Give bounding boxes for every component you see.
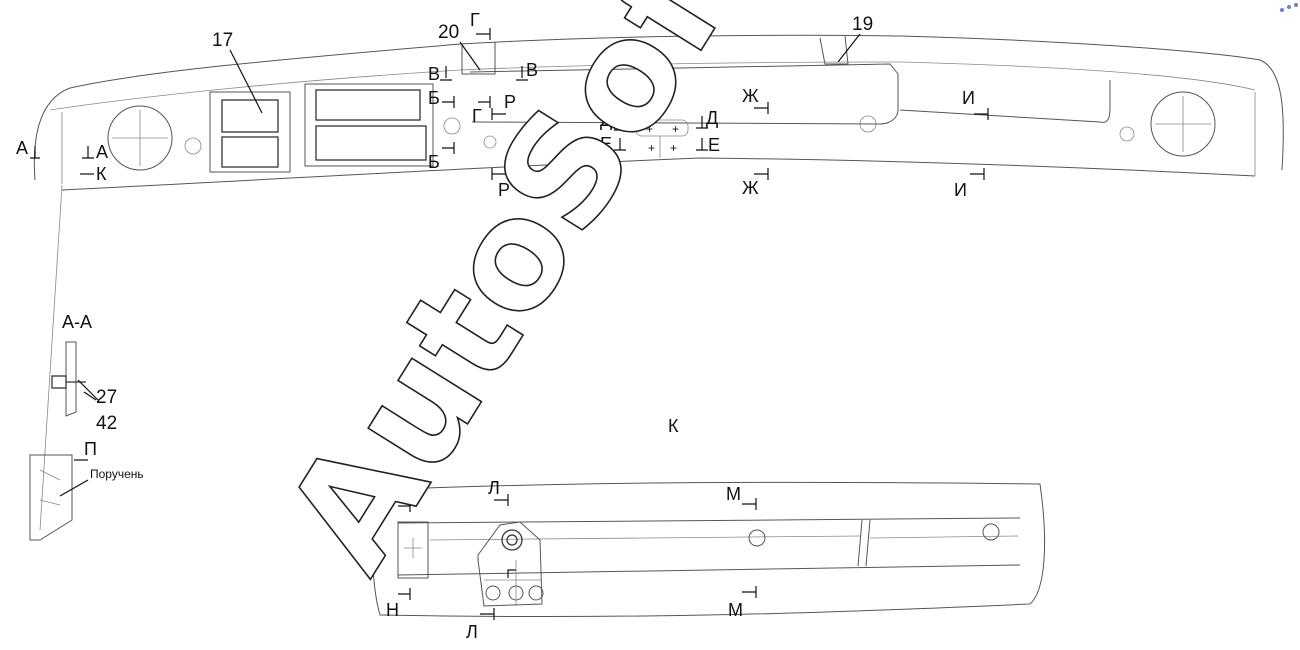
mark-n-bottom: Н [386,600,399,620]
mark-l-top: Л [488,478,500,498]
mark-m-bottom: М [728,600,743,620]
callout-27: 27 [96,387,117,408]
section-aa-title: А-А [62,312,92,332]
callout-labels: 17 20 19 27 42 [83,14,873,434]
mark-v-left: В [428,64,440,84]
corner-logo-icon [1280,3,1298,12]
mark-b-bottom: Б [428,152,440,172]
mark-d-right: Д [706,108,718,128]
svg-text:+: + [648,141,655,155]
bracket-20 [461,42,496,75]
mark-g-top: Г [470,10,480,30]
svg-text:+: + [646,122,653,136]
view-k-detail [372,481,1046,618]
view-k-title: К [668,416,679,436]
bracket-19 [819,35,849,65]
mark-i-bottom: И [954,180,967,200]
svg-text:+: + [672,122,679,136]
mark-n-top: Н [386,482,399,502]
mark-b-top: Б [428,88,440,108]
mark-zh-top: Ж [742,86,759,106]
handrail [29,184,73,541]
mark-r-bottom: Р [498,180,510,200]
mark-v-right: В [526,60,538,80]
callout-17: 17 [212,30,233,51]
mark-a-left: А [16,138,28,158]
mark-m-top: М [726,484,741,504]
handrail-label: Поручень [90,467,144,481]
mark-e-right: Е [708,135,720,155]
mounting-bracket [477,521,543,607]
callout-20: 20 [438,22,459,43]
left-speaker [107,105,173,171]
right-speaker [1150,91,1216,157]
mark-e-left: Е [600,134,612,154]
view-titles: А-А К Поручень [59,312,679,497]
overhead-panel: + + + + [33,34,1284,191]
mark-p: П [84,439,97,459]
mark-a-right: А [96,142,108,162]
mark-d-left: Д [600,110,612,130]
mark-r-top: Р [504,92,516,112]
mark-zh-bottom: Ж [742,178,759,198]
mark-k: К [96,164,107,184]
callout-42: 42 [96,413,117,434]
panel-frame-left [209,91,291,173]
mark-i-top: И [962,88,975,108]
end-block [397,521,429,579]
section-markers: А А К В В Б Б Г Г Р Р Д Д Е Е [16,10,989,642]
callout-19: 19 [852,14,873,35]
panel-frame-right [304,83,434,167]
mark-g-bottom: Г [472,106,482,126]
section-aa-detail [51,341,99,417]
mark-l-bottom: Л [466,622,478,642]
left-fastener-hole [184,137,202,155]
svg-text:+: + [670,141,677,155]
